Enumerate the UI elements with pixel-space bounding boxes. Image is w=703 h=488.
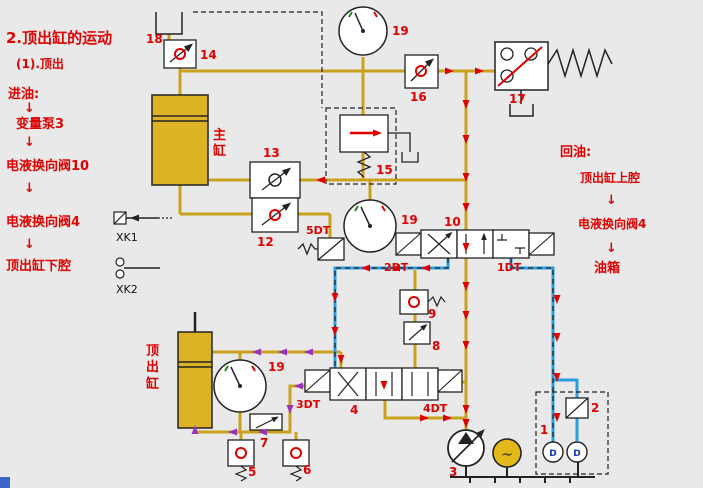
valve-14-prefill [163, 39, 197, 69]
label-17: 17 [509, 92, 526, 106]
label-6: 6 [303, 463, 311, 477]
inflow-arrow-1: ↓ [24, 101, 35, 116]
label-3: 3 [449, 465, 457, 479]
pilot-lines [193, 11, 609, 475]
return-lines [333, 258, 579, 442]
label-2dt: 2DT [384, 261, 409, 274]
valve-12-pilot-check [251, 197, 299, 233]
spring-15 [356, 151, 372, 178]
valve-8-check [403, 321, 431, 345]
valve-6-relief [282, 439, 310, 482]
label-12: 12 [257, 235, 274, 249]
ejector-cylinder-label: 顶出缸 [146, 344, 160, 392]
label-1dt: 1DT [497, 261, 522, 274]
filter-2 [565, 397, 589, 419]
solenoid-labels: 5DT 2DT 1DT 3DT 4DT [296, 224, 522, 415]
inflow-step-valve4: 电液换向阀4 [6, 215, 81, 230]
directional-valve-4 [304, 367, 463, 401]
relief-valve-15 [339, 114, 419, 178]
label-5: 5 [248, 465, 256, 479]
variable-pump-3 [447, 426, 488, 467]
pressure-gauge-19-middle [343, 199, 397, 253]
component-numbers: 18 14 19 16 17 13 15 12 19 10 9 8 19 4 7… [146, 24, 599, 479]
label-1: 1 [540, 423, 548, 437]
label-4dt: 4DT [423, 402, 448, 415]
label-3dt: 3DT [296, 398, 321, 411]
valve-5-relief [227, 439, 255, 482]
outflow-step-chamber: 顶出缸上腔 [580, 171, 641, 185]
inflow-step-pump: 变量泵3 [16, 117, 65, 132]
pressure-gauge-19-top [338, 6, 388, 56]
tank-bottom [450, 462, 595, 483]
valve-7-check [249, 413, 283, 431]
page-title: 2.顶出缸的运动 [6, 29, 113, 47]
outflow-arrow-2: ↓ [606, 241, 617, 256]
label-15: 15 [376, 163, 393, 177]
spring-17 [547, 47, 613, 79]
valve-9-pilot-relief [399, 289, 446, 315]
directional-valve-10 [395, 229, 555, 259]
label-18: 18 [146, 32, 163, 46]
label-16: 16 [410, 90, 427, 104]
label-9: 9 [428, 307, 436, 321]
valve-13-check [249, 161, 301, 199]
limit-switch-xk2 [115, 257, 160, 279]
valve-16-check [404, 54, 439, 89]
main-cylinder [151, 94, 209, 186]
label-7: 7 [260, 436, 268, 450]
label-10: 10 [444, 215, 461, 229]
inflow-arrow-3: ↓ [24, 181, 35, 196]
outflow-arrow-1: ↓ [606, 193, 617, 208]
label-13: 13 [263, 146, 280, 160]
pressure-gauge-19-bottom [213, 359, 267, 413]
inflow-step-chamber: 顶出缸下腔 [6, 259, 72, 274]
cooler-1: D D [542, 441, 588, 463]
label-19-bot: 19 [268, 360, 285, 374]
d-label-2: D [573, 449, 580, 459]
filler-tank-18 [155, 12, 183, 35]
label-5dt: 5DT [306, 224, 331, 237]
label-14: 14 [200, 48, 217, 62]
outflow-step-tank: 油箱 [594, 261, 621, 276]
label-2: 2 [591, 401, 599, 415]
ejector-cylinder [177, 312, 213, 429]
pressure-switch-17 [494, 41, 613, 117]
label-8: 8 [432, 339, 440, 353]
switch-labels: XK1 XK2 [116, 231, 138, 296]
inflow-label: 进油: [8, 87, 40, 102]
inflow-arrow-4: ↓ [24, 237, 35, 252]
inflow-arrow-2: ↓ [24, 135, 35, 150]
label-xk1: XK1 [116, 231, 138, 244]
electric-motor: ~ [492, 438, 522, 468]
motor-symbol: ~ [501, 447, 513, 463]
main-cylinder-label: 主缸 [213, 128, 227, 160]
corner-marker [0, 477, 10, 488]
limit-switch-xk1 [113, 211, 172, 225]
page-subtitle: (1).顶出 [16, 57, 64, 71]
label-xk2: XK2 [116, 283, 138, 296]
label-19-mid: 19 [401, 213, 418, 227]
drain-tank-15 [388, 132, 419, 163]
label-19-top: 19 [392, 24, 409, 38]
drain-tank-17 [509, 90, 534, 117]
label-4: 4 [350, 403, 358, 417]
d-label-1: D [549, 449, 556, 459]
inflow-step-valve10: 电液换向阀10 [6, 159, 90, 174]
pilot-valve-5dt [297, 237, 345, 261]
outflow-step-valve4: 电液换向阀4 [578, 217, 647, 231]
outflow-label: 回油: [560, 145, 592, 160]
